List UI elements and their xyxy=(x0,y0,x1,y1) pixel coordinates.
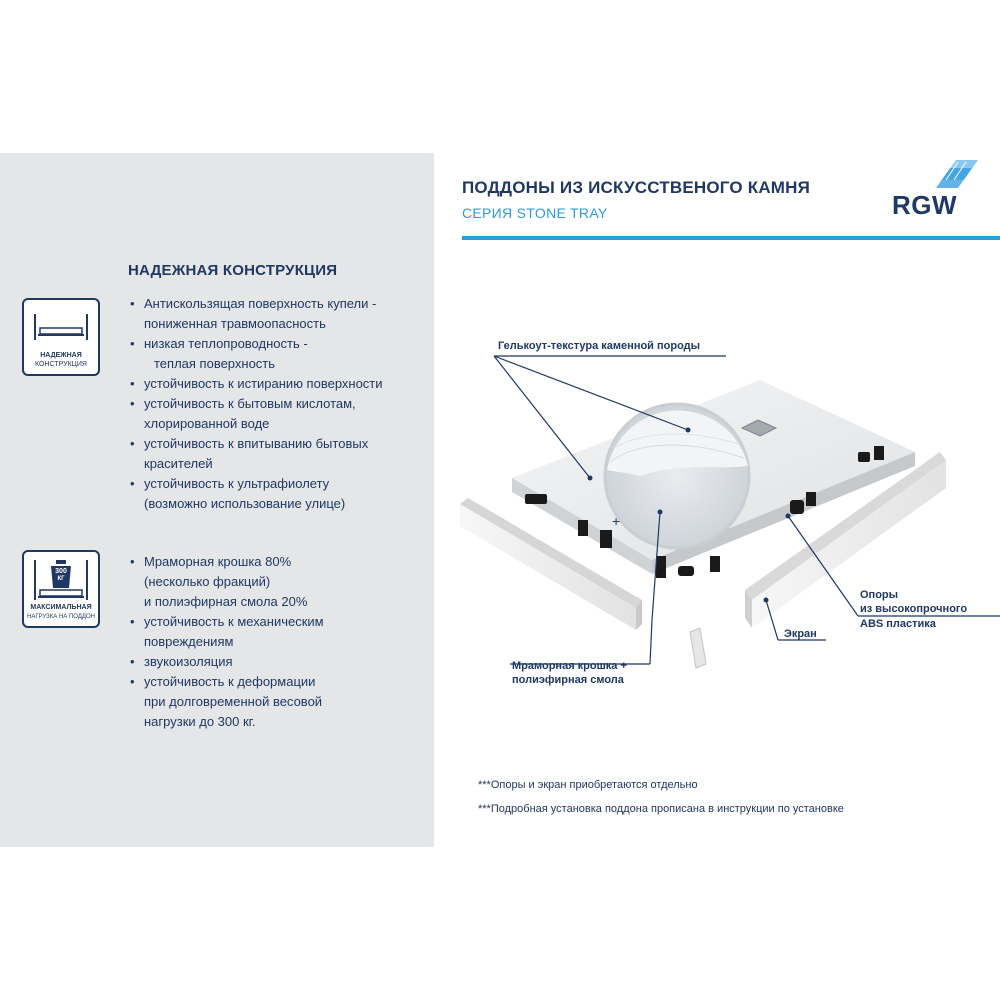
list-item-cont: теплая поверхность xyxy=(154,356,276,371)
corner-connector xyxy=(689,627,707,669)
badge1-line2: КОНСТРУКЦИЯ xyxy=(35,361,87,368)
list-item: звукоизоляция xyxy=(128,652,324,672)
list-item: устойчивость к ультрафиолету xyxy=(128,474,383,494)
callout-marble-1: Мраморная крошка + xyxy=(512,660,627,672)
badge1-line1: НАДЕЖНАЯ xyxy=(40,352,82,359)
page-title: ПОДДОНЫ ИЗ ИСКУССТВЕНОГО КАМНЯ xyxy=(462,178,811,197)
list-item: Мраморная крошка 80% xyxy=(128,552,324,572)
footnote-1: ***Опоры и экран приобретаются отдельно xyxy=(478,779,698,791)
badge2-line1: МАКСИМАЛЬНАЯ xyxy=(30,604,92,611)
badge2-line2: НАГРУЗКА НА ПОДДОН xyxy=(27,614,95,620)
list-item: низкая теплопроводность - xyxy=(128,334,383,354)
support-legs xyxy=(525,446,884,578)
material-magnifier xyxy=(603,402,751,550)
left-panel xyxy=(0,153,434,847)
list-item: устойчивость к впитыванию бытовых xyxy=(128,434,383,454)
callout-gelcoat: Гелькоут-текстура каменной породы xyxy=(498,340,701,352)
rgw-logo-text: RGW xyxy=(892,190,958,220)
list-item: устойчивость к деформации xyxy=(128,672,324,692)
list-item-cont: (возможно использование улице) xyxy=(144,496,346,511)
badge2-unit: КГ xyxy=(57,576,65,582)
features-list-material: Мраморная крошка 80% (несколько фракций)… xyxy=(128,552,324,732)
list-item-cont: красителей xyxy=(144,456,213,471)
header-divider xyxy=(462,236,1000,240)
footnote-2: ***Подробная установка поддона прописана… xyxy=(478,803,844,815)
section-title: НАДЕЖНАЯ КОНСТРУКЦИЯ xyxy=(128,262,338,279)
callout-dots xyxy=(587,427,791,603)
list-item: устойчивость к истиранию поверхности xyxy=(128,374,383,394)
reliable-construction-badge: НАДЕЖНАЯ КОНСТРУКЦИЯ xyxy=(22,298,100,376)
callout-marble-2: полиэфирная смола xyxy=(512,674,624,686)
callout-lines xyxy=(493,355,1000,665)
list-item-cont: при долговременной весовой xyxy=(144,694,323,709)
max-load-badge: 300 КГ МАКСИМАЛЬНАЯ НАГРУЗКА НА ПОДДОН xyxy=(22,550,100,628)
screen-panel-right xyxy=(745,452,946,628)
tray-side-right xyxy=(652,452,915,574)
callout-screen: Экран xyxy=(784,628,817,640)
callout-supports-2: из высокопрочного xyxy=(860,603,968,615)
drain-icon xyxy=(740,419,778,437)
list-item: устойчивость к механическим xyxy=(128,612,324,632)
list-item-cont: и полиэфирная смола 20% xyxy=(144,594,308,609)
list-item: Антискользящая поверхность купели - xyxy=(128,294,383,314)
callout-supports-1: Опоры xyxy=(860,589,899,601)
list-item-cont: пониженная травмоопасность xyxy=(144,316,326,331)
list-item: устойчивость к бытовым кислотам, xyxy=(128,394,383,414)
plus-sign: + xyxy=(612,513,620,529)
weight-icon xyxy=(34,560,88,600)
callout-supports-3: ABS пластика xyxy=(860,618,936,630)
list-item-cont: (несколько фракций) xyxy=(144,574,271,589)
list-item-cont: повреждениям xyxy=(144,634,234,649)
features-list-surface: Антискользящая поверхность купели - пони… xyxy=(128,294,383,514)
series-subtitle: СЕРИЯ STONE TRAY xyxy=(462,205,608,221)
rgw-logo-mark xyxy=(936,160,978,188)
shelf-icon xyxy=(34,314,88,340)
badge2-weight: 300 xyxy=(55,568,67,575)
list-item-cont: нагрузки до 300 кг. xyxy=(144,714,256,729)
screen-panel-left xyxy=(460,498,642,630)
list-item-cont: хлорированной воде xyxy=(144,416,270,431)
